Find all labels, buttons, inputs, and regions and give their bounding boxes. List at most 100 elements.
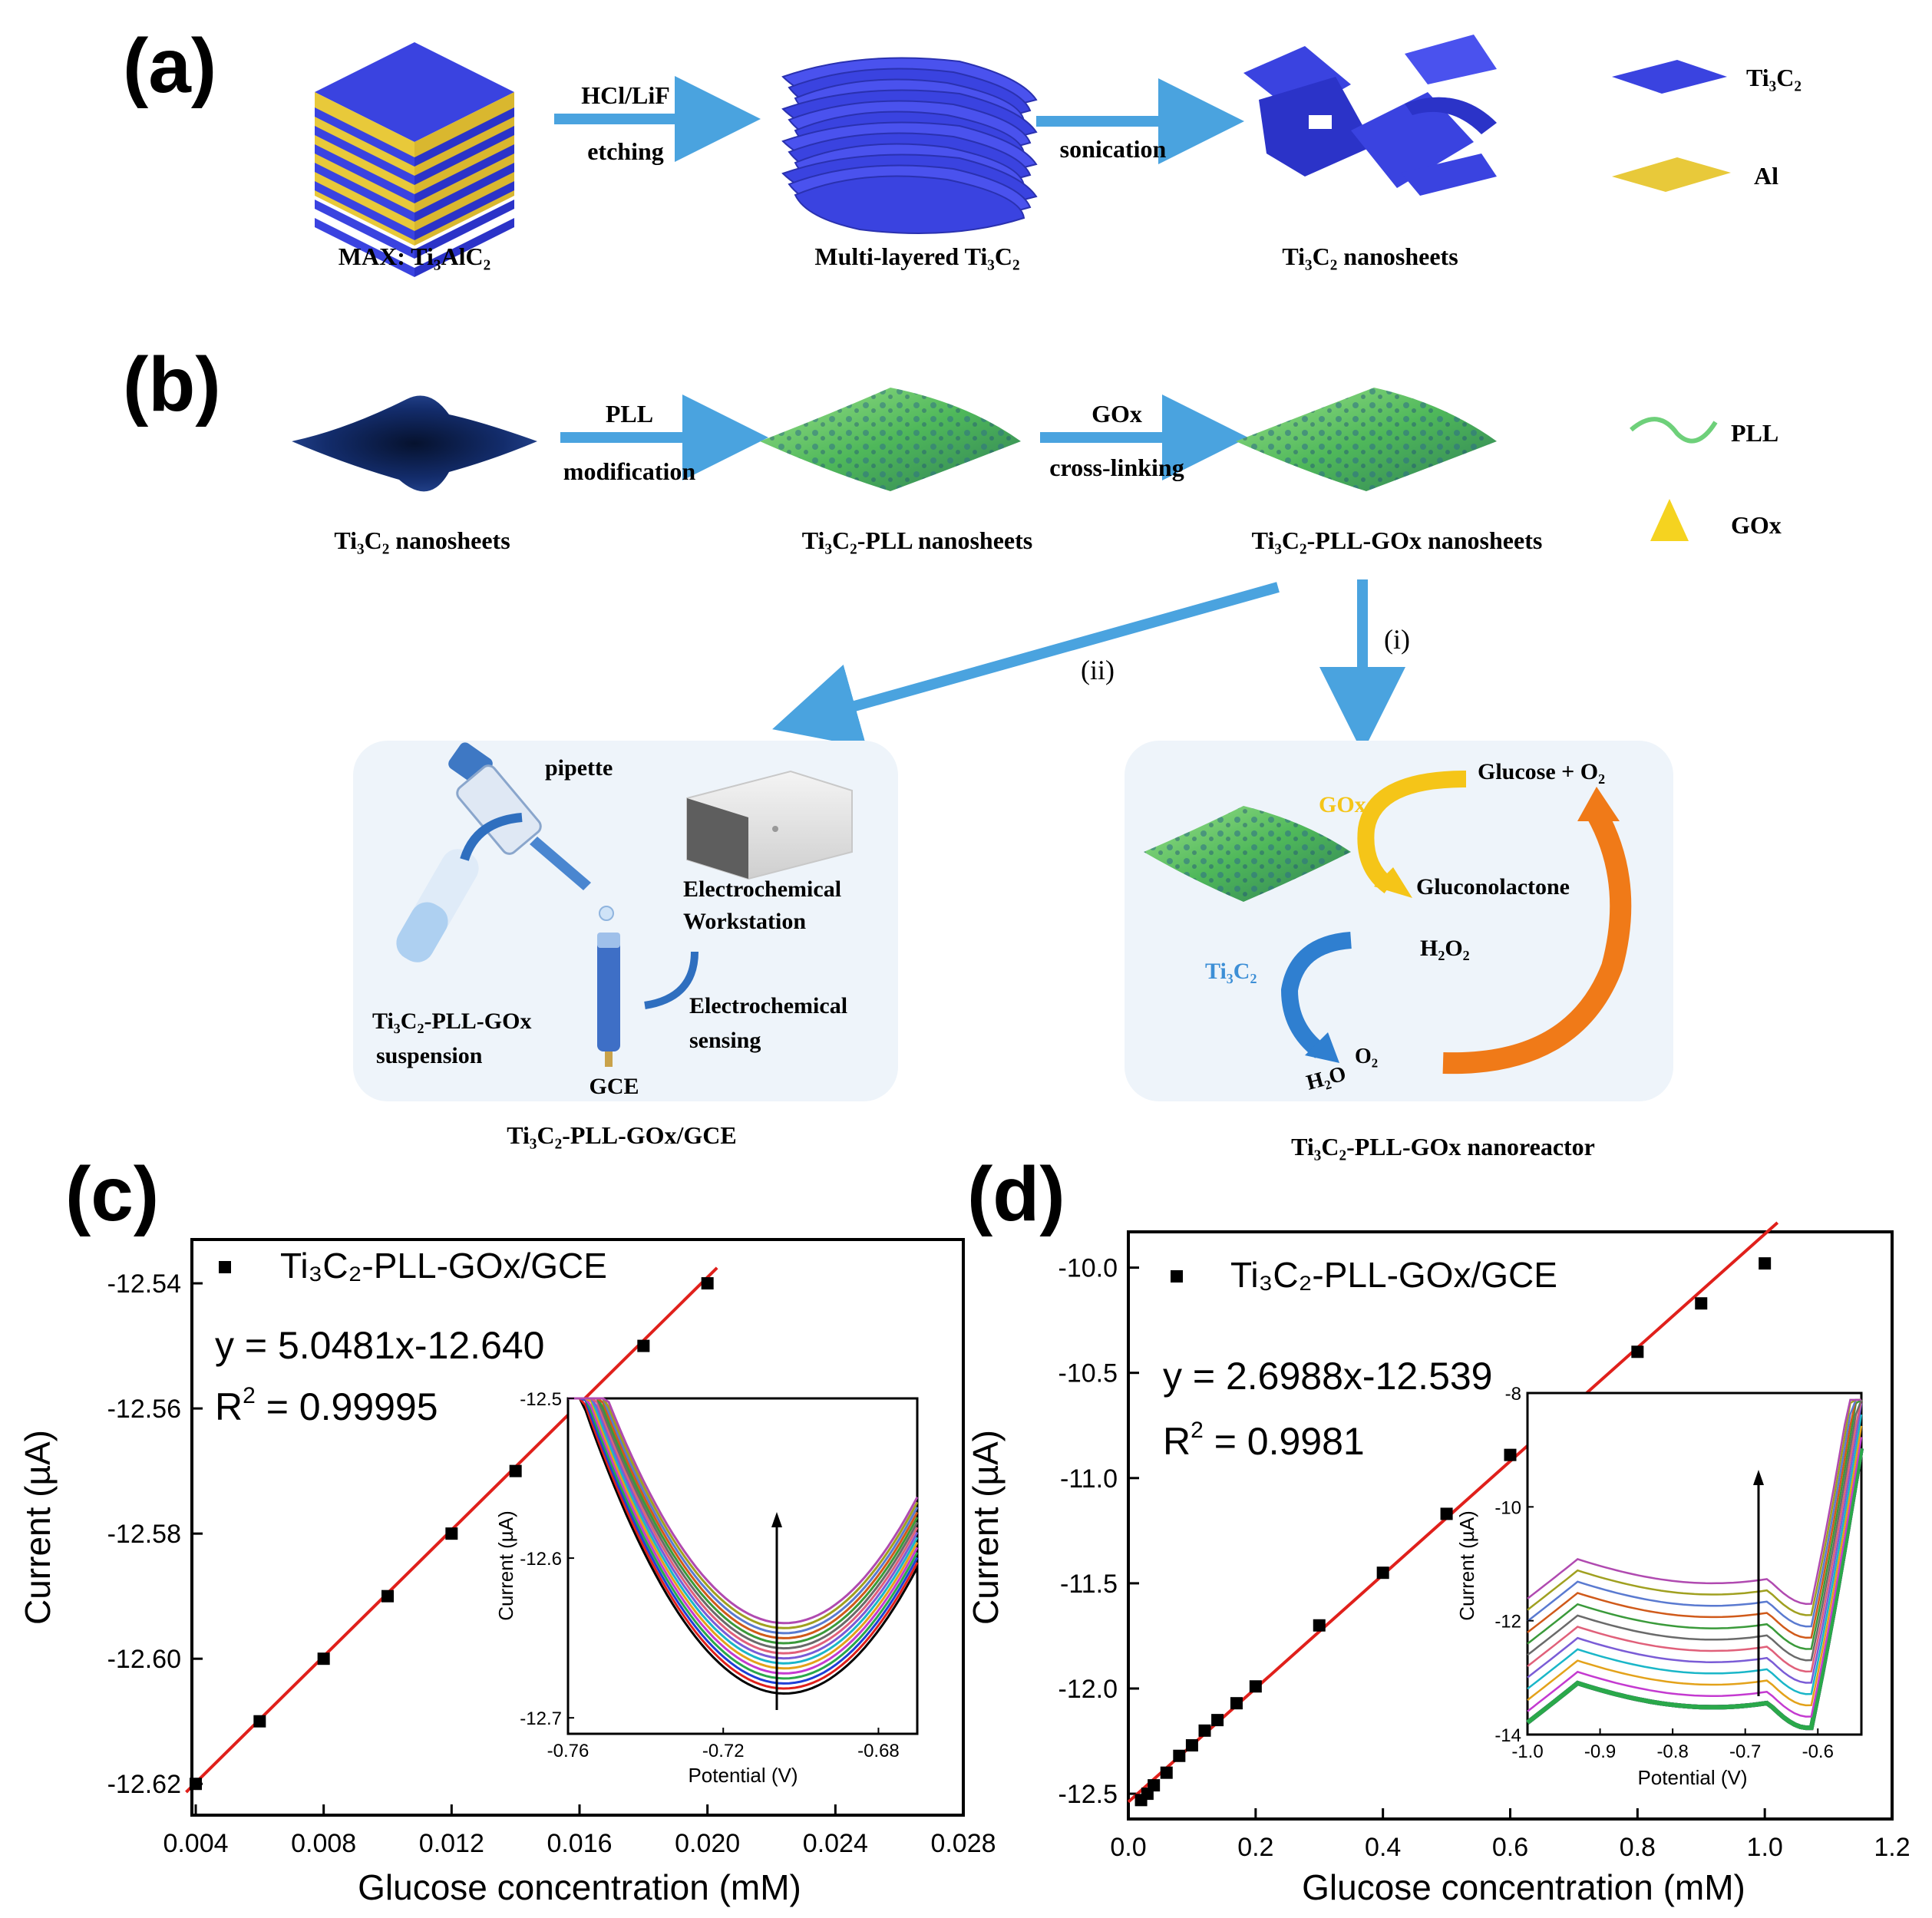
chart-c-inset-arrow <box>771 1512 782 1527</box>
data-point <box>1376 1566 1389 1580</box>
sensing-label-1: Electrochemical <box>689 993 847 1018</box>
inset-x-tick-label: -0.6 <box>1802 1741 1834 1762</box>
chart-c-r2: R2 = 0.99995 <box>215 1383 438 1428</box>
inset-curve <box>1527 1437 1863 1718</box>
x-tick-label: 0.016 <box>547 1829 612 1858</box>
data-point <box>1695 1297 1708 1310</box>
inset-curve <box>568 1397 919 1685</box>
sensing-box: pipette Electrochemical Workstation <box>353 741 898 1101</box>
data-point <box>1313 1619 1326 1632</box>
x-tick-label: 0.012 <box>419 1829 484 1858</box>
y-tick-label: -11.5 <box>1060 1570 1118 1599</box>
data-point <box>1631 1345 1644 1358</box>
inset-y-tick-label: -8 <box>1505 1384 1521 1405</box>
chart-d-inset: -1.0-0.9-0.8-0.7-0.6-8-10-12-14 Current … <box>1455 1384 1864 1789</box>
inset-curve <box>568 1397 919 1675</box>
inset-y-tick-label: -12.5 <box>520 1389 562 1410</box>
sonication-arrow-label: sonication <box>1060 135 1167 163</box>
chart-c-inset: -0.76 -0.72 -0.68 -12.5 -12.6 -12.7 Current (… <box>494 1389 919 1787</box>
inset-curve <box>568 1397 919 1690</box>
multilayer-sheets <box>781 57 1038 234</box>
legend-al-label: Al <box>1754 162 1778 190</box>
pll-arrow-label-top: PLL <box>606 400 653 428</box>
caption-nanosheets: Ti₃C₂ nanosheets <box>1282 243 1458 270</box>
gox-arrow-label-top: GOx <box>1091 400 1142 428</box>
data-point <box>317 1652 330 1665</box>
x-tick-label: 1.0 <box>1747 1833 1783 1862</box>
ti3c2-pll-gox-sheet <box>1236 388 1497 491</box>
x-tick-label: 0.028 <box>930 1829 996 1858</box>
glucose-label: Glucose + O₂ <box>1478 759 1605 784</box>
caption-b3: Ti₃C₂-PLL-GOx nanosheets <box>1252 527 1543 554</box>
inset-x-tick-label: -0.68 <box>857 1741 900 1761</box>
inset-curve <box>1527 1398 1861 1616</box>
inset-curve <box>568 1397 919 1670</box>
inset-curve <box>568 1397 919 1625</box>
ti3c2-dark-sheet <box>292 395 537 492</box>
y-tick-label: -12.5 <box>1058 1780 1118 1809</box>
inset-curve <box>568 1397 919 1665</box>
inset-y-tick-label: -12.6 <box>520 1549 562 1570</box>
chart-d-xlabel: Glucose concentration (mM) <box>1302 1867 1745 1907</box>
inset-curve <box>568 1397 919 1660</box>
data-point <box>1440 1507 1453 1520</box>
inset-x-tick-label: -0.76 <box>547 1741 590 1761</box>
chart-c-inset-ylabel: Current (µA) <box>494 1510 517 1621</box>
inset-curve <box>1526 1448 1864 1731</box>
data-point <box>1759 1257 1772 1270</box>
data-point <box>701 1277 714 1290</box>
etching-arrow-label-top: HCl/LiF <box>581 81 670 109</box>
y-tick-label: -11.0 <box>1060 1464 1118 1494</box>
panel-d-letter: (d) <box>967 1151 1065 1237</box>
chart-d-legend-label: Ti₃C₂-PLL-GOx/GCE <box>1230 1255 1557 1295</box>
suspension-tube-icon <box>396 849 479 962</box>
data-point <box>637 1339 650 1352</box>
panel-a: (a) HCl/LiF etching sonication Ti₃C₂ <box>123 23 1802 277</box>
data-point <box>1173 1749 1186 1762</box>
y-tick-label: -12.0 <box>1058 1675 1118 1704</box>
inset-x-tick-label: -0.72 <box>702 1741 745 1761</box>
data-point <box>445 1527 458 1540</box>
nanoreactor-caption: Ti₃C₂-PLL-GOx nanoreactor <box>1291 1133 1595 1160</box>
inset-curve <box>1527 1403 1863 1684</box>
gox-cycle-arrow <box>1357 771 1467 893</box>
inset-x-tick-label: -0.7 <box>1729 1741 1761 1762</box>
x-tick-label: 0.024 <box>803 1829 868 1858</box>
chart-d-inset-xlabel: Potential (V) <box>1637 1766 1747 1789</box>
x-tick-label: 0.4 <box>1365 1833 1401 1862</box>
inset-curve <box>1527 1398 1861 1639</box>
workstation-icon <box>686 770 853 880</box>
chart-c-equation: y = 5.0481x-12.640 <box>215 1324 545 1367</box>
legend-al-swatch <box>1612 157 1731 192</box>
gce-label: GCE <box>589 1074 639 1099</box>
inset-y-tick-label: -10 <box>1494 1497 1521 1518</box>
panel-a-letter: (a) <box>123 23 216 109</box>
chart-d-ylabel: Current (µA) <box>966 1430 1006 1625</box>
legend-ti3c2-label: Ti₃C₂ <box>1746 64 1802 91</box>
x-tick-label: 0.8 <box>1620 1833 1656 1862</box>
data-point <box>1211 1714 1224 1727</box>
inset-curve <box>1527 1398 1861 1628</box>
inset-x-tick-label: -0.8 <box>1656 1741 1688 1762</box>
y-tick-label: -10.5 <box>1058 1359 1118 1388</box>
x-tick-label: 0.6 <box>1492 1833 1528 1862</box>
data-point <box>1249 1680 1262 1693</box>
x-tick-label: 1.2 <box>1874 1833 1910 1862</box>
workstation-label-1: Electrochemical <box>683 876 841 902</box>
data-point <box>1185 1739 1198 1752</box>
branch-i-label: (i) <box>1384 624 1410 655</box>
inset-curve <box>568 1397 919 1645</box>
ti3c2-pll-sheet <box>760 388 1021 491</box>
inset-curve <box>1527 1398 1862 1650</box>
h2o2-label: H₂O₂ <box>1420 936 1470 961</box>
pipette-label: pipette <box>545 755 613 781</box>
legend-gox-label: GOx <box>1731 511 1782 539</box>
y-tick-label: -12.62 <box>107 1770 181 1799</box>
inset-y-tick-label: -12.7 <box>520 1708 562 1729</box>
chart-d-r2: R2 = 0.9981 <box>1163 1418 1365 1463</box>
